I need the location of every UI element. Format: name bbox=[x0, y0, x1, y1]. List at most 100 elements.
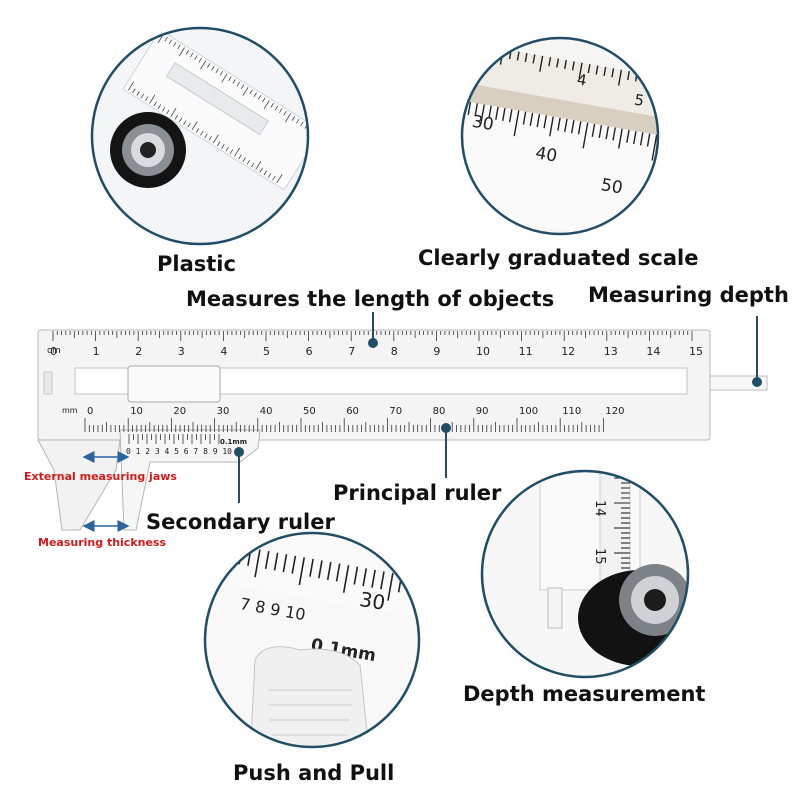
scale-zoom-tick bbox=[467, 101, 472, 115]
scale-zoom-tick bbox=[675, 138, 677, 151]
plastic-zoom-tick bbox=[296, 118, 300, 124]
depth-measurement-detail-photo: 14 15 bbox=[482, 471, 688, 677]
leader-dot-principal bbox=[441, 423, 451, 433]
scale-zoom-tick bbox=[524, 52, 528, 63]
vernier-digits: 0 1 2 3 4 5 6 7 8 9 10 bbox=[126, 447, 232, 456]
plastic-zoom-tick bbox=[212, 134, 219, 144]
plastic-circle-border bbox=[90, 26, 310, 246]
secondary-ruler-label: Secondary ruler bbox=[146, 510, 335, 534]
mm-tick-label: 60 bbox=[346, 406, 359, 417]
scale-zoom-tick bbox=[598, 125, 603, 139]
mm-tick-label: 10 bbox=[130, 406, 143, 417]
scale-zoom-tick bbox=[445, 98, 450, 124]
measuring-thickness-label: Measuring thickness bbox=[38, 536, 167, 549]
scale-number-30: 30 bbox=[470, 112, 495, 135]
graduated-scale-detail-photo: 4 5 30 40 50 bbox=[445, 38, 691, 234]
push-pull-zoom-tick bbox=[254, 549, 261, 578]
scale-zoom-tick bbox=[539, 55, 544, 72]
plastic-zoom-tick bbox=[242, 87, 249, 96]
mm-tick-label: 50 bbox=[303, 406, 316, 417]
plastic-zoom-tick bbox=[211, 65, 215, 71]
external-jaws-label: External measuring jaws bbox=[24, 470, 177, 483]
plastic-zoom-tick bbox=[168, 39, 173, 45]
plastic-zoom-tick bbox=[194, 55, 198, 60]
cm-tick-label: 0 bbox=[50, 345, 57, 358]
plastic-zoom-tick bbox=[219, 71, 224, 76]
scale-zoom-tick bbox=[495, 106, 499, 120]
depth-number-15: 15 bbox=[592, 548, 607, 565]
push-pull-zoom-tick bbox=[309, 558, 314, 577]
scale-zoom-tick bbox=[639, 132, 644, 146]
plastic-zoom-tick bbox=[263, 100, 270, 110]
scale-zoom-tick bbox=[462, 100, 465, 114]
scale-zoom-tick bbox=[522, 111, 527, 125]
mm-tick-label: 30 bbox=[217, 406, 230, 417]
mm-unit-label: mm bbox=[62, 406, 78, 415]
scale-zoom-tick bbox=[627, 71, 630, 81]
push-pull-zoom-tick bbox=[380, 571, 385, 590]
plastic-zoom-tick bbox=[262, 97, 266, 103]
scale-zoom-tick bbox=[661, 136, 663, 149]
scale-zoom-tick bbox=[469, 43, 473, 53]
plastic-zoom-tick bbox=[291, 116, 296, 121]
scale-zoom-tick bbox=[516, 51, 520, 61]
scale-zoom-tick bbox=[626, 129, 630, 143]
plastic-zoom-tick bbox=[191, 121, 198, 131]
plastic-zoom-tick bbox=[236, 81, 241, 87]
plastic-zoom-tick bbox=[177, 44, 181, 50]
push-pull-detail-photo: 7 8 9 10 30 0.1mm bbox=[205, 533, 428, 747]
plastic-zoom-tick bbox=[229, 149, 234, 155]
scale-zoom-tick bbox=[462, 41, 465, 58]
scale-number-4: 4 bbox=[576, 70, 589, 89]
scale-zoom-tick bbox=[650, 75, 654, 85]
plastic-zoom-tick bbox=[251, 162, 255, 168]
plastic-zoom-tick bbox=[274, 105, 279, 111]
push-pull-zoom-tick bbox=[273, 552, 279, 571]
plastic-zoom-tick bbox=[187, 122, 191, 128]
scale-zoom-tick bbox=[605, 126, 610, 140]
mm-tick-label: 80 bbox=[433, 406, 446, 417]
plastic-zoom-tick bbox=[153, 101, 157, 107]
plastic-zoom-tick bbox=[240, 84, 245, 90]
plastic-zoom-tick bbox=[144, 96, 149, 102]
push-pull-zoom-tick bbox=[371, 569, 376, 588]
plastic-zoom-tick bbox=[263, 170, 268, 176]
depth-number-14: 14 bbox=[592, 500, 607, 517]
plastic-zoom-tick bbox=[253, 92, 257, 97]
scale-zoom-tick bbox=[556, 58, 560, 68]
mm-tick-label: 100 bbox=[519, 406, 538, 417]
scale-zoom-tick bbox=[603, 66, 607, 76]
leader-dot-secondary bbox=[234, 447, 244, 457]
scale-zoom-tick bbox=[646, 133, 651, 147]
plastic-zoom-tick bbox=[161, 106, 166, 112]
push-pull-zoom-tick bbox=[425, 579, 428, 597]
plastic-zoom-tick bbox=[174, 114, 179, 120]
plastic-zoom-tick bbox=[140, 93, 145, 99]
push-pull-zoom-tick bbox=[282, 554, 288, 573]
scale-zoom-tick bbox=[612, 127, 616, 141]
plastic-zoom-tick bbox=[270, 102, 274, 108]
plastic-zoom-tick bbox=[283, 110, 287, 116]
push-pull-label: Push and Pull bbox=[233, 761, 395, 785]
scale-zoom-tick bbox=[642, 73, 646, 83]
scale-zoom-tick bbox=[688, 141, 691, 161]
plastic-zoom-tick bbox=[259, 167, 263, 173]
plastic-zoom-tick bbox=[232, 79, 236, 84]
scale-zoom-tick bbox=[587, 64, 591, 74]
cm-tick-label: 4 bbox=[220, 345, 227, 358]
push-pull-zoom-tick bbox=[362, 568, 368, 587]
plastic-zoom-tick bbox=[267, 173, 272, 178]
mm-tick-label: 0 bbox=[87, 406, 93, 417]
plastic-zoom-tick bbox=[221, 73, 228, 83]
scale-zoom-tick bbox=[563, 59, 567, 70]
plastic-zoom-tick bbox=[215, 68, 219, 74]
cm-unit-label: cm bbox=[47, 346, 61, 356]
scale-zoom-tick bbox=[549, 116, 554, 137]
plastic-zoom-tick bbox=[170, 108, 177, 117]
scale-zoom-tick bbox=[548, 57, 552, 67]
scale-zoom-tick bbox=[611, 68, 615, 78]
scale-zoom-tick bbox=[543, 115, 548, 129]
cm-tick-label: 9 bbox=[433, 345, 440, 358]
plastic-zoom-tick bbox=[183, 120, 187, 125]
plastic-zoom-tick bbox=[246, 159, 251, 165]
